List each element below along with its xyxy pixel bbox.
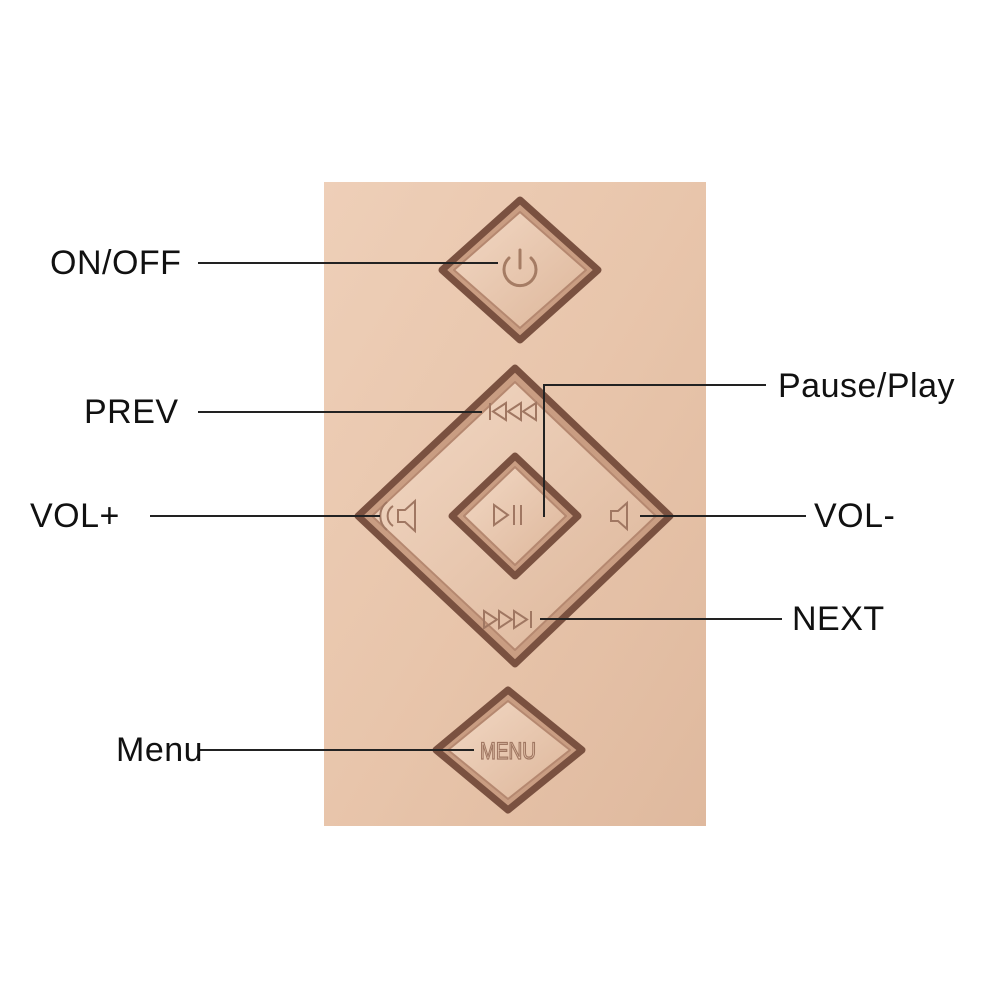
power-button[interactable]	[438, 196, 602, 344]
vol-up-button[interactable]	[372, 498, 428, 534]
volume-up-icon	[379, 498, 416, 534]
skip-previous-icon	[489, 401, 537, 422]
vol-down-button[interactable]	[604, 500, 640, 532]
label-pause-play: Pause/Play	[778, 367, 955, 405]
play-pause-icon	[493, 503, 522, 527]
play-pause-button[interactable]	[448, 452, 582, 580]
menu-button[interactable]: MENU	[432, 686, 586, 814]
power-icon	[502, 248, 538, 288]
label-menu: Menu	[116, 731, 204, 769]
prev-button[interactable]	[482, 396, 544, 426]
label-vol-minus: VOL-	[814, 497, 896, 535]
next-button[interactable]	[478, 604, 540, 634]
label-on-off: ON/OFF	[50, 244, 182, 282]
label-vol-plus: VOL+	[30, 497, 120, 535]
pause-play-leader-line	[543, 384, 766, 517]
menu-engraving: MENU	[480, 738, 536, 765]
skip-next-icon	[483, 609, 532, 630]
label-prev: PREV	[84, 393, 179, 431]
volume-down-icon	[610, 500, 628, 532]
label-next: NEXT	[792, 600, 885, 638]
